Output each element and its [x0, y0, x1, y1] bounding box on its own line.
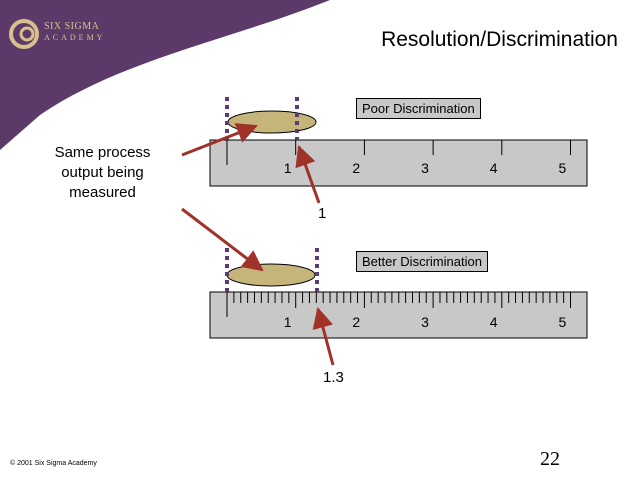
poor-scale-number: 1	[284, 160, 292, 176]
arrow-to-poor-part	[181, 123, 258, 157]
better-scale-number: 5	[559, 314, 567, 330]
poor-readout: 1	[318, 205, 327, 222]
page-number: 22	[540, 448, 560, 470]
logo-mark	[9, 19, 39, 49]
logo-text: SIX SIGMA ACADEMY	[44, 21, 105, 43]
arrow-better-readout	[312, 306, 335, 366]
side-label: Same process output being measured	[30, 143, 175, 203]
arrow-to-better-part	[181, 207, 264, 272]
better-scale-number: 2	[352, 314, 360, 330]
poor-scale-number: 5	[559, 160, 567, 176]
poor-scale-number: 4	[490, 160, 498, 176]
better-scale-number: 3	[421, 314, 429, 330]
poor-measured-part	[227, 110, 317, 134]
better-ruler-ticks: 1 2 3 4 5	[226, 292, 571, 330]
logo-line-1: SIX SIGMA	[44, 21, 100, 32]
side-label-line-1: Same process	[54, 144, 151, 161]
better-scale-number: 4	[490, 314, 498, 330]
header-banner	[0, 0, 330, 150]
better-discrimination-label: Better Discrimination	[356, 251, 488, 272]
copyright: © 2001 Six Sigma Academy	[10, 460, 97, 467]
side-label-line-2: output being	[61, 164, 144, 181]
poor-scale-number: 3	[421, 160, 429, 176]
poor-discrimination-label: Poor Discrimination	[356, 98, 481, 119]
poor-scale-number: 2	[352, 160, 360, 176]
better-measured-part	[226, 263, 316, 287]
arrow-poor-readout	[295, 145, 321, 204]
logo-line-2: ACADEMY	[44, 33, 106, 42]
page-title: Resolution/Discrimination	[381, 28, 618, 51]
better-scale-number: 1	[284, 314, 292, 330]
side-label-line-3: measured	[69, 184, 136, 201]
poor-ruler	[209, 139, 588, 187]
better-readout: 1.3	[323, 369, 344, 386]
